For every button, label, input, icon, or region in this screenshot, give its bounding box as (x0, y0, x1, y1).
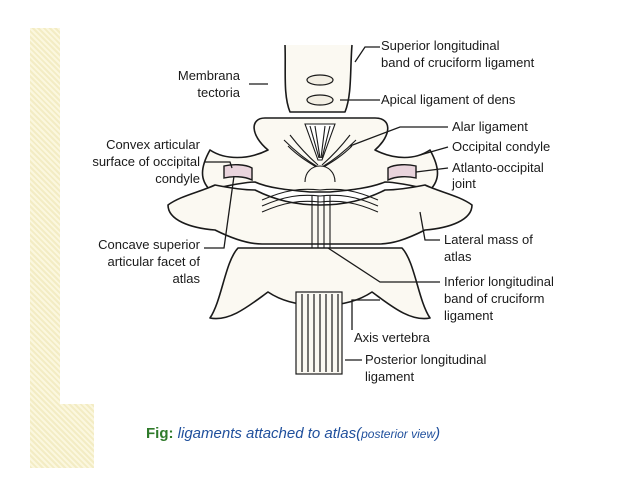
atlas-vertebra-shape (167, 184, 473, 245)
label-posterior-ligament-line1: Posterior longitudinal (365, 352, 487, 367)
label-convex-articular-line2: surface of occipital (92, 154, 200, 169)
label-lateral-mass-line2: atlas (444, 249, 472, 264)
caption-end: ) (435, 425, 441, 442)
label-apical-ligament: Apical ligament of dens (381, 92, 516, 107)
superior-band-lower-oval (306, 94, 334, 106)
label-concave-superior-line1: Concave superior (98, 237, 201, 252)
transverse-ligament-shape (261, 188, 379, 201)
label-atlanto-occipital-line1: Atlanto-occipital (452, 160, 544, 175)
label-membrana-tectoria-line1: Membrana (178, 68, 241, 83)
label-superior-band-line1: Superior longitudinal (381, 38, 500, 53)
label-axis-vertebra: Axis vertebra (354, 330, 431, 345)
right-alar-ligament-shape (321, 134, 351, 166)
label-alar-ligament: Alar ligament (452, 119, 528, 134)
label-inferior-band-line1: Inferior longitudinal (444, 274, 554, 289)
label-occipital-condyle: Occipital condyle (452, 139, 550, 154)
label-concave-superior-line3: atlas (173, 271, 201, 286)
caption-lead: Fig: (146, 425, 174, 442)
figure-caption: Fig: ligaments attached to atlas(posteri… (146, 425, 440, 443)
decorative-vertical-bar (30, 28, 60, 468)
label-convex-articular-line1: Convex articular (106, 137, 201, 152)
label-inferior-band-line3: ligament (444, 308, 494, 323)
label-atlanto-occipital-line2: joint (451, 176, 476, 191)
label-inferior-band-line2: band of cruciform (444, 291, 544, 306)
label-convex-articular-line3: condyle (155, 171, 200, 186)
caption-sub: posterior view (361, 427, 436, 441)
label-superior-band-line2: band of cruciform ligament (381, 55, 535, 70)
left-atlanto-occipital-joint (223, 163, 253, 182)
superior-band-upper-oval (306, 74, 334, 86)
label-membrana-tectoria-line2: tectoria (197, 85, 240, 100)
posterior-longitudinal-ligament-shape (295, 291, 343, 375)
left-alar-ligament-shape (289, 134, 319, 166)
label-lateral-mass-line1: Lateral mass of (444, 232, 533, 247)
ligament-diagram: Membrana tectoria Superior longitudinal … (92, 38, 554, 384)
caption-main: ligaments attached to atlas( (173, 425, 362, 442)
decorative-horizontal-bar (30, 404, 94, 468)
label-concave-superior-line2: articular facet of (108, 254, 201, 269)
right-atlanto-occipital-joint (387, 163, 417, 182)
dens-shape (304, 165, 336, 183)
label-posterior-ligament-line2: ligament (365, 369, 415, 384)
